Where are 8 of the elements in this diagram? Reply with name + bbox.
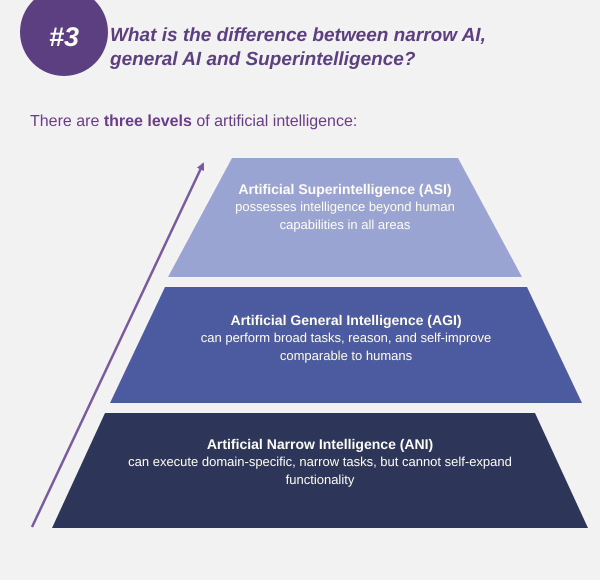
level-heading: Artificial Narrow Intelligence (ANI)	[206, 435, 434, 453]
title: What is the difference between narrow AI, general AI and Superintelligence?	[110, 24, 487, 72]
level-description: possesses intelligence beyond human capabilities in all areas	[234, 198, 456, 234]
level-heading: Artificial Superintelligence (ASI)	[238, 180, 452, 198]
level-heading: Artificial General Intelligence (AGI)	[230, 311, 462, 329]
level-description: can perform broad tasks, reason, and self-improve comparable to humans	[200, 329, 492, 365]
subtitle: There are three levels of artificial intelligence:	[30, 112, 358, 132]
level-description: can execute domain-specific, narrow tasks, but cannot self-expand functionality	[127, 453, 513, 489]
